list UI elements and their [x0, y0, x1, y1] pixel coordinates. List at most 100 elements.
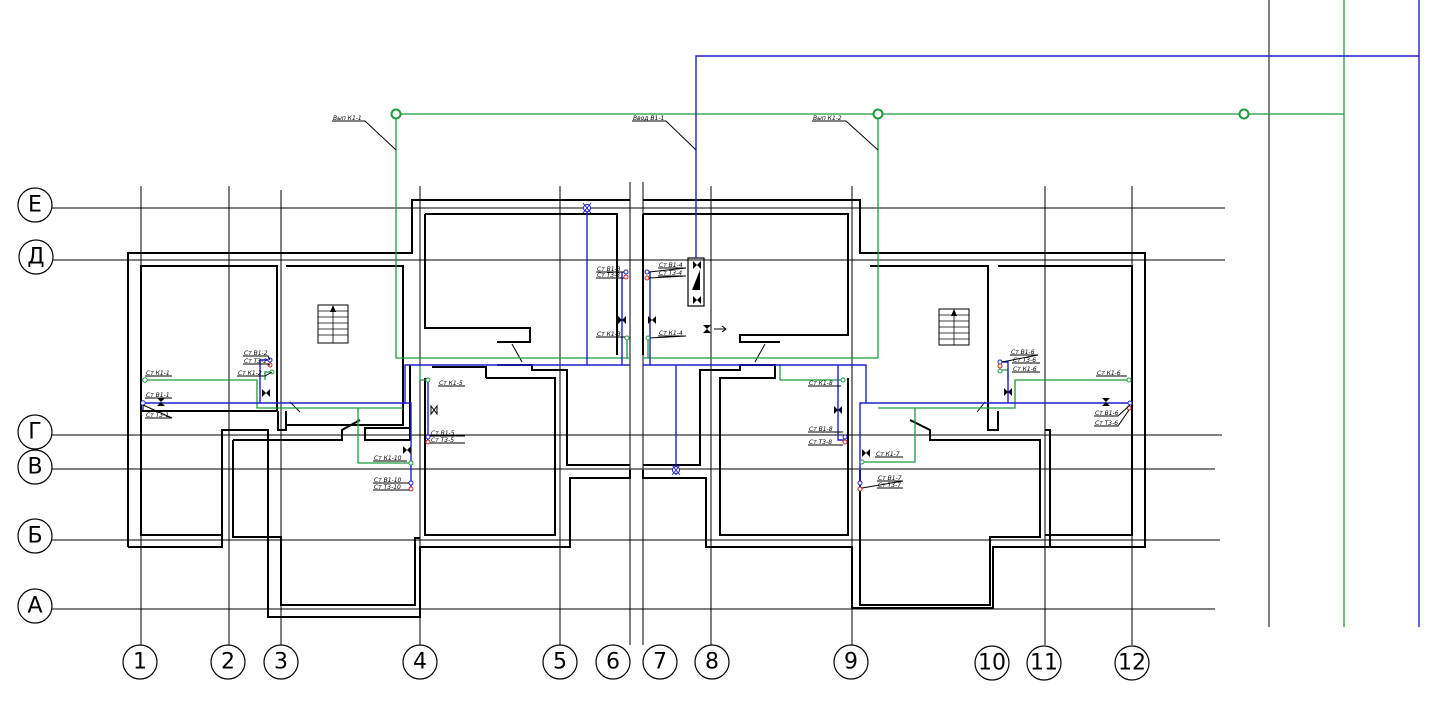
valve-icon: [618, 316, 626, 324]
water-inlet: [695, 55, 1419, 258]
wall-l-jog: [277, 411, 287, 431]
valve-icon: [834, 406, 842, 414]
wall-hall-l2: [424, 214, 531, 343]
water-b1-10: [403, 402, 412, 488]
svg-text:9: 9: [844, 650, 858, 675]
valve-icon: [430, 404, 438, 416]
axis-bubble-b: Б: [17, 518, 53, 554]
label-riser: Ст В1-7: [878, 475, 902, 482]
label-riser: Ст В1-8: [809, 426, 833, 433]
sewer-network: [145, 0, 1345, 627]
label-outlet-k1-2: Вып К1-2: [813, 115, 842, 122]
wall-c-right: [643, 369, 710, 466]
water-b1-7: [859, 402, 866, 488]
walls: [127, 199, 1146, 618]
label-riser: Ст В1-4: [659, 262, 683, 269]
door-c1: [511, 343, 523, 363]
valve-icon: [1004, 388, 1012, 396]
label-riser: Ст Т3-8: [809, 439, 832, 446]
col-bubbles: 1 2 3 4 5 6 7 8 9 10 11 12: [122, 644, 1150, 681]
axis-bubble-9: 9: [833, 644, 869, 680]
label-riser: Ст В1-6: [1011, 349, 1035, 356]
svg-text:2: 2: [221, 650, 235, 675]
label-riser: Ст К1-4: [659, 330, 683, 337]
hydrant-icon: [671, 464, 681, 476]
valve-icon: [862, 449, 870, 457]
valve-icon: [648, 316, 656, 324]
riser-markers: [140, 269, 1133, 492]
sewer-k1-10: [357, 408, 411, 464]
wall-room-r1: [870, 265, 989, 411]
wall-room-l4: [232, 440, 420, 606]
arrow-icon: [714, 325, 727, 333]
wall-outer-right: [642, 199, 1146, 609]
axis-bubble-1: 1: [122, 644, 158, 680]
wall-room-r2: [998, 265, 1133, 536]
sewer-right-run: [878, 379, 1128, 409]
wall-hall-l: [425, 213, 618, 355]
water-left-main: [143, 205, 588, 404]
wall-r-jog: [987, 411, 999, 431]
axis-bubble-8: 8: [694, 644, 730, 680]
svg-text:1: 1: [133, 650, 147, 675]
wall-outer-left-top: [127, 199, 630, 547]
valve-icon: [693, 261, 701, 269]
label-riser: Ст К1-1: [146, 370, 170, 377]
axis-bubble-g: Г: [17, 414, 53, 450]
wall-corridor-l: [233, 419, 361, 441]
axis-bubble-10: 10: [974, 645, 1010, 681]
wall-room-l2: [140, 411, 222, 536]
water-network: [142, 0, 1420, 627]
valves: [157, 202, 1110, 476]
sewer-outlet-1: [390, 108, 402, 120]
svg-text:3: 3: [274, 650, 288, 675]
label-riser: Ст К1-5: [439, 380, 463, 387]
leaders: [142, 120, 1131, 491]
wall-outer-left-bottom: [128, 429, 631, 618]
sewer-k1-2-branch: [643, 114, 879, 359]
svg-text:Е: Е: [28, 193, 42, 218]
wall-room-c2: [710, 364, 849, 536]
label-riser: Ст Т3-7: [878, 482, 901, 489]
label-outlet-k1-1: Вып К1-1: [333, 115, 362, 122]
axis-bubble-6: 6: [595, 644, 631, 680]
label-riser: Ст К1-6: [1097, 370, 1121, 377]
wall-room-c1: [424, 377, 556, 536]
label-riser: Ст Т3-4: [659, 270, 682, 277]
label-riser: Ст К1-3: [597, 331, 621, 338]
valve-icon: [693, 296, 701, 304]
hydrant-icon: [582, 202, 592, 214]
axis-bubble-4: 4: [402, 644, 438, 680]
label-riser: Ст Т3-6: [1095, 420, 1118, 427]
wall-r-right: [1045, 429, 1051, 547]
wall-c-left: [497, 364, 630, 466]
svg-text:Б: Б: [27, 524, 42, 549]
water-riser-l: [259, 359, 268, 403]
svg-text:4: 4: [413, 650, 427, 675]
svg-text:6: 6: [606, 650, 620, 675]
label-riser: Ст В1-1: [146, 392, 170, 399]
svg-text:Д: Д: [27, 245, 44, 270]
svg-text:12: 12: [1118, 651, 1146, 676]
wall-room-l3: [286, 265, 404, 426]
label-riser: Ст К1-6: [1013, 366, 1037, 373]
svg-text:В: В: [27, 455, 42, 480]
axis-bubble-d: Д: [18, 239, 54, 275]
axis-bubble-3: 3: [263, 644, 299, 680]
stair-left: [317, 304, 349, 344]
meter-symbol: [692, 270, 700, 290]
wall-l-mid: [364, 365, 411, 441]
label-riser: Ст Т3-5: [431, 437, 454, 444]
svg-text:5: 5: [553, 650, 567, 675]
wall-hall-r: [643, 213, 849, 343]
sewer-k1-1-branch: [395, 114, 630, 359]
svg-text:7: 7: [653, 650, 667, 675]
label-riser: Ст Т3-10: [374, 484, 401, 491]
wall-c-top: [432, 366, 487, 378]
sewer-k1-5: [419, 365, 428, 381]
axis-bubble-7: 7: [642, 644, 678, 680]
valve-icon: [403, 446, 411, 454]
axis-bubble-v: В: [17, 449, 53, 485]
label-inlet-v1-1: Ввод В1-1: [633, 115, 664, 122]
svg-text:8: 8: [705, 650, 719, 675]
